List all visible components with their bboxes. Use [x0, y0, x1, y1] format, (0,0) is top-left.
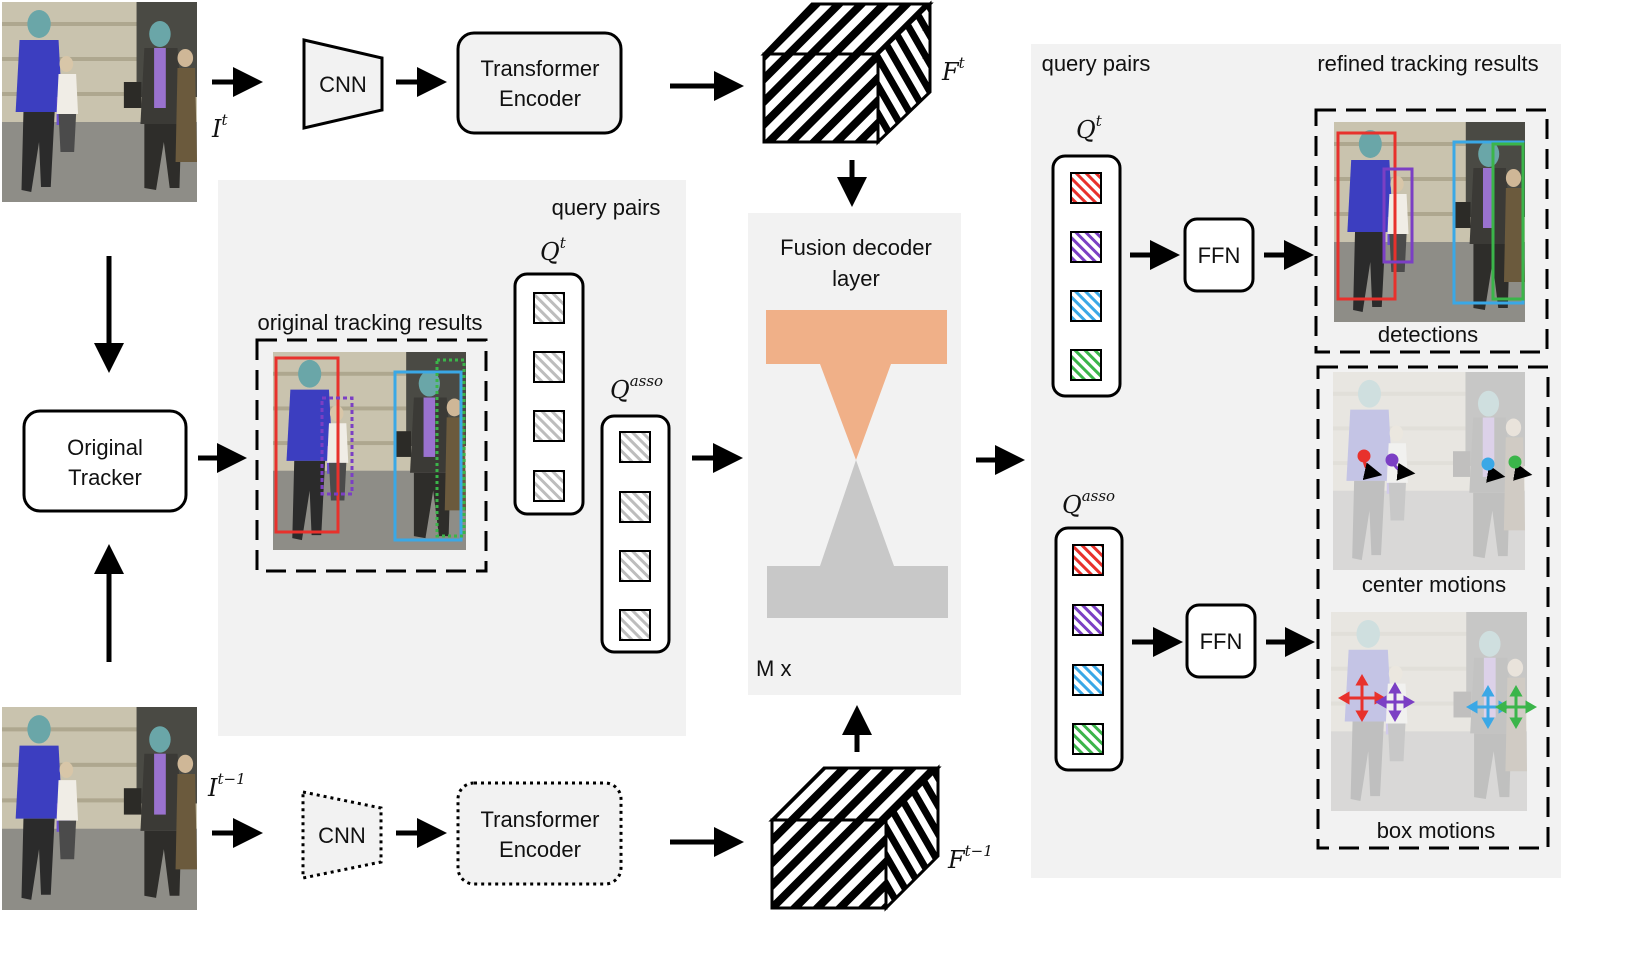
detections-label: detections	[1378, 322, 1478, 347]
frame-prev-image	[2, 707, 197, 910]
query-asso-left-label: Qasso	[610, 372, 663, 404]
ffn-block-top	[1183, 217, 1255, 293]
query-asso-right-label: Qasso	[1062, 487, 1115, 519]
transformer-encoder-top-line1: Transformer	[481, 56, 600, 81]
detections-image	[1334, 122, 1525, 322]
center-motions-label: center motions	[1362, 572, 1506, 597]
box-motions-label: box motions	[1377, 818, 1496, 843]
repeat-label: M x	[756, 656, 791, 681]
original-tracker-line2: Tracker	[68, 465, 142, 490]
transformer-encoder-bottom-line2: Encoder	[499, 837, 581, 862]
flow-arrows	[94, 67, 1316, 857]
query-pairs-right-title: query pairs	[1042, 51, 1151, 76]
cnn-label-bottom: CNN	[318, 823, 366, 848]
feature-t-label: Ft	[941, 54, 966, 86]
query-t-left-tokens	[533, 292, 565, 502]
refined-tracking-results-title: refined tracking results	[1317, 51, 1538, 76]
original-tracker-block	[22, 409, 188, 513]
cnn-block-bottom	[301, 790, 383, 880]
query-t-right-tokens	[1070, 172, 1102, 381]
query-t-left-column	[513, 272, 585, 516]
feature-cube-t	[760, 0, 934, 146]
transformer-encoder-bottom	[456, 781, 623, 886]
motions-frame	[1316, 365, 1550, 850]
fusion-decoder-title-line2: layer	[832, 266, 880, 291]
original-results-image	[273, 352, 466, 550]
original-tracker-line1: Original	[67, 435, 143, 460]
query-asso-right-tokens	[1072, 544, 1104, 755]
fusion-decoder-title-line1: Fusion decoder	[780, 235, 932, 260]
cnn-label-top: CNN	[319, 72, 367, 97]
fusion-decoder-shape	[766, 310, 948, 618]
original-results-frame	[255, 338, 488, 573]
query-asso-right-column	[1054, 526, 1124, 772]
transformer-encoder-top-line2: Encoder	[499, 86, 581, 111]
query-asso-left-tokens	[619, 431, 651, 641]
query-asso-left-column	[600, 414, 671, 654]
query-t-left-label: Qt	[540, 234, 567, 266]
original-tracking-results-title: original tracking results	[258, 310, 483, 335]
transformer-encoder-top	[456, 31, 623, 135]
frame-prev-label: It−1	[207, 770, 246, 802]
ffn-bottom-label: FFN	[1200, 629, 1243, 654]
feature-prev-label: Ft−1	[947, 842, 993, 874]
ffn-top-label: FFN	[1198, 243, 1241, 268]
frame-t-image	[2, 2, 197, 202]
feature-cube-prev	[768, 764, 942, 912]
detections-frame	[1314, 108, 1549, 354]
ffn-block-bottom	[1185, 603, 1257, 679]
frame-t-label: It	[211, 111, 228, 143]
box-motions-image	[1331, 612, 1538, 811]
query-t-right-column	[1051, 154, 1122, 398]
query-t-right-label: Qt	[1076, 112, 1103, 144]
transformer-encoder-bottom-line1: Transformer	[481, 807, 600, 832]
center-motions-image	[1333, 372, 1533, 570]
cnn-block-top	[302, 38, 384, 130]
query-pairs-left-title: query pairs	[552, 195, 661, 220]
